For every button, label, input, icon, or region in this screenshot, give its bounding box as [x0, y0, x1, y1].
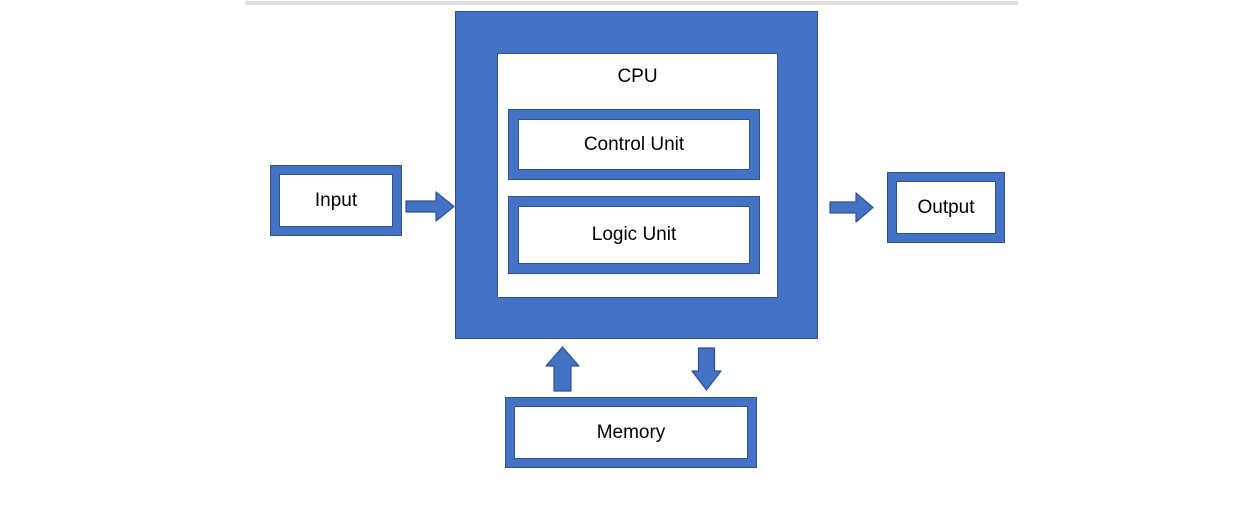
arrow-memory-to-cpu[interactable]: [545, 346, 580, 392]
node-memory[interactable]: Memory: [505, 397, 757, 468]
node-output-label: Output: [917, 196, 975, 218]
node-cpu-face: CPU Control Unit Logic Unit: [497, 53, 778, 298]
node-output[interactable]: Output: [887, 172, 1005, 243]
page-top-edge: [245, 1, 1018, 5]
node-cpu-label: CPU: [617, 66, 658, 87]
node-cpu[interactable]: CPU Control Unit Logic Unit: [455, 11, 818, 339]
node-input-face: Input: [279, 174, 393, 227]
arrow-cpu-to-memory[interactable]: [691, 347, 722, 391]
node-input-label: Input: [314, 189, 358, 211]
node-memory-face: Memory: [514, 406, 748, 459]
arrow-cpu-to-output[interactable]: [829, 192, 874, 223]
node-logic-unit[interactable]: Logic Unit: [508, 196, 760, 274]
node-input[interactable]: Input: [270, 165, 402, 236]
node-control-unit-face: Control Unit: [518, 119, 750, 170]
node-control-unit-label: Control Unit: [583, 133, 685, 155]
node-control-unit[interactable]: Control Unit: [508, 109, 760, 180]
arrow-input-to-cpu[interactable]: [405, 191, 455, 222]
node-output-face: Output: [896, 181, 996, 234]
node-memory-label: Memory: [596, 421, 666, 443]
node-logic-unit-face: Logic Unit: [518, 206, 750, 264]
node-logic-unit-label: Logic Unit: [591, 224, 677, 246]
